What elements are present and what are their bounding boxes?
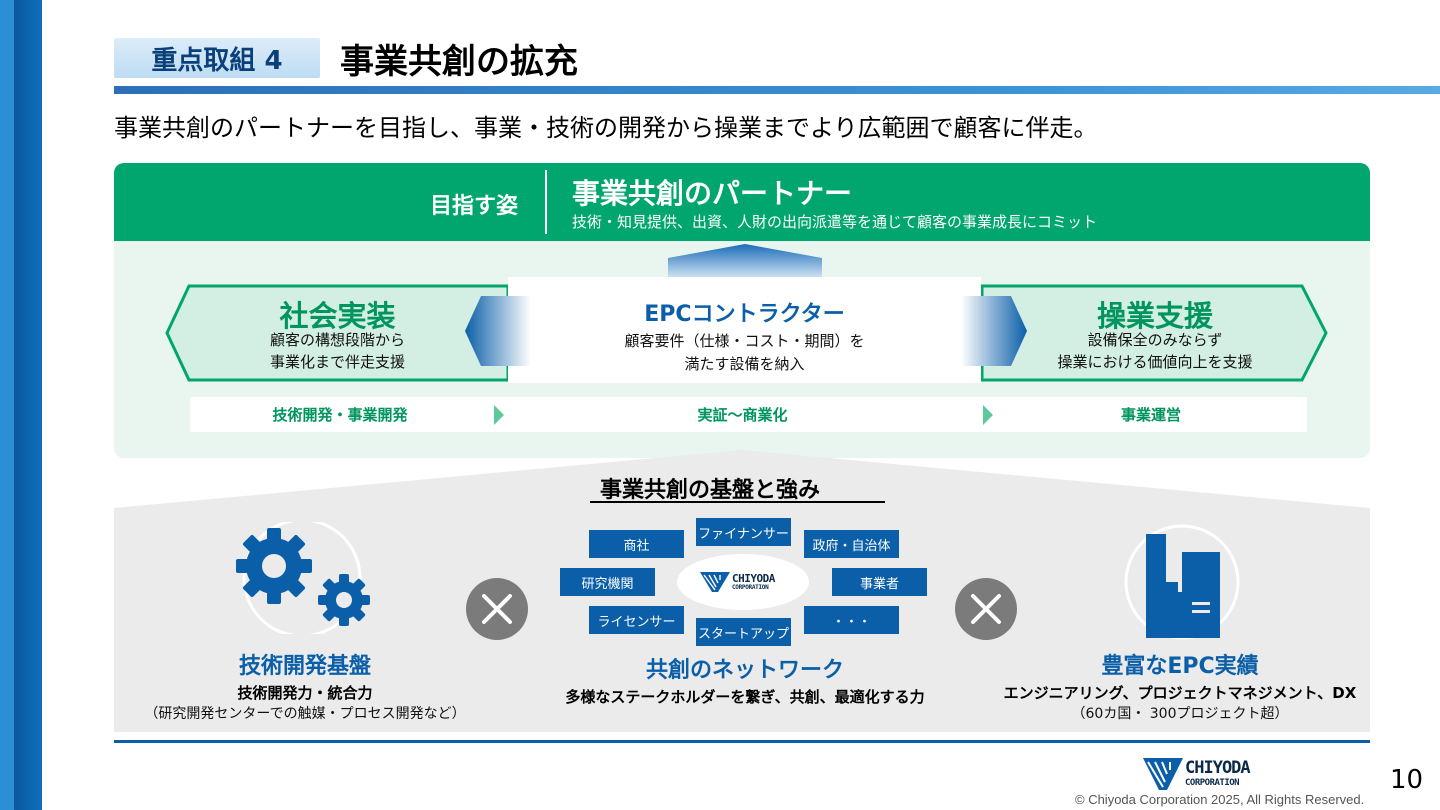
stage-demonstration: 実証～商業化 bbox=[697, 406, 788, 424]
operation-support-desc-2: 操業における価値向上を支援 bbox=[1057, 353, 1253, 371]
footer-divider bbox=[114, 740, 1370, 743]
goal-description: 技術・知見提供、出資、人財の出向派遣等を通じて顧客の事業成長にコミット bbox=[572, 213, 1098, 231]
goal-label: 目指す姿 bbox=[430, 194, 519, 219]
network-node-trading: 商社 bbox=[589, 530, 684, 558]
page-subtitle: 事業共創のパートナーを目指し、事業・技術の開発から操業までより広範囲で顧客に伴走… bbox=[114, 114, 1098, 142]
epc-contractor-box bbox=[508, 277, 981, 383]
operation-support-title: 操業支援 bbox=[1096, 299, 1213, 333]
left-accent-bar-light bbox=[0, 0, 14, 810]
network-node-business-operator: 事業者 bbox=[832, 568, 927, 596]
epc-contractor-desc-2: 満たす設備を納入 bbox=[684, 355, 805, 373]
network-node-more: ・・・ bbox=[804, 606, 899, 634]
stage-operation: 事業運営 bbox=[1120, 406, 1181, 424]
social-implementation-desc-1: 顧客の構想段階から bbox=[269, 331, 405, 349]
network-node-startup: スタートアップ bbox=[696, 618, 791, 646]
tech-base-title: 技術開発基盤 bbox=[238, 654, 371, 679]
goal-title: 事業共創のパートナー bbox=[572, 177, 853, 210]
factory-icon bbox=[1124, 524, 1240, 640]
chiyoda-logo-mark-icon bbox=[1143, 758, 1183, 790]
logo-text-main: CHIYODA bbox=[732, 572, 775, 585]
chiyoda-logo: CHIYODA CORPORATION bbox=[700, 572, 786, 594]
network-node-licensor: ライセンサー bbox=[589, 606, 684, 634]
network-node-research: 研究機関 bbox=[560, 568, 655, 596]
epc-contractor-title: EPCコントラクター bbox=[644, 302, 845, 327]
gears-icon bbox=[236, 522, 370, 634]
up-arrow-icon bbox=[668, 244, 822, 280]
stage-bar bbox=[190, 397, 1307, 432]
chiyoda-logo-mark-icon bbox=[700, 572, 730, 592]
initiative-tag: 重点取組 4 bbox=[114, 38, 320, 78]
foundation-title: 事業共創の基盤と強み bbox=[600, 478, 821, 503]
tech-base-note: （研究開発センターでの触媒・プロセス開発など） bbox=[144, 706, 466, 722]
foundation-title-underline bbox=[590, 501, 885, 503]
network-center-oval bbox=[677, 554, 809, 610]
times-icon bbox=[466, 578, 528, 640]
page-number: 10 bbox=[1390, 765, 1424, 795]
tech-base-sub: 技術開発力・統合力 bbox=[237, 684, 373, 702]
times-icon bbox=[955, 578, 1017, 640]
network-title: 共創のネットワーク bbox=[645, 658, 844, 683]
right-arrow-icon bbox=[961, 296, 1027, 366]
stage-development: 技術開発・事業開発 bbox=[272, 406, 408, 424]
goal-divider bbox=[545, 170, 547, 234]
footer-logo-subtext: CORPORATION bbox=[1185, 778, 1240, 788]
footer-logo-text: CHIYODA bbox=[1185, 758, 1251, 778]
goal-banner bbox=[114, 163, 1370, 241]
social-implementation-shape bbox=[165, 284, 510, 382]
logo-text-sub: CORPORATION bbox=[732, 584, 769, 591]
epc-record-sub: エンジニアリング、プロジェクトマネジメント、DX bbox=[1003, 684, 1357, 702]
social-implementation-desc-2: 事業化まで伴走支援 bbox=[269, 353, 405, 371]
operation-support-desc-1: 設備保全のみならず bbox=[1087, 331, 1223, 349]
network-sub: 多様なステークホルダーを繋ぎ、共創、最適化する力 bbox=[565, 688, 925, 706]
title-underline bbox=[114, 86, 1440, 94]
epc-record-title: 豊富なEPC実績 bbox=[1101, 654, 1259, 679]
epc-contractor-desc-1: 顧客要件（仕様・コスト・期間）を bbox=[624, 332, 865, 350]
copyright: © Chiyoda Corporation 2025, All Rights R… bbox=[1075, 792, 1365, 807]
network-node-financier: ファイナンサー bbox=[696, 518, 791, 546]
network-node-government: 政府・自治体 bbox=[804, 530, 899, 558]
stage-arrow-icon bbox=[983, 405, 993, 425]
social-implementation-title: 社会実装 bbox=[279, 299, 396, 333]
page-title: 事業共創の拡充 bbox=[340, 42, 578, 82]
footer-logo: CHIYODA CORPORATION bbox=[1143, 758, 1263, 792]
left-arrow-icon bbox=[465, 296, 531, 366]
epc-record-note: （60カ国・ 300プロジェクト超） bbox=[1071, 706, 1289, 722]
stage-arrow-icon bbox=[494, 405, 504, 425]
